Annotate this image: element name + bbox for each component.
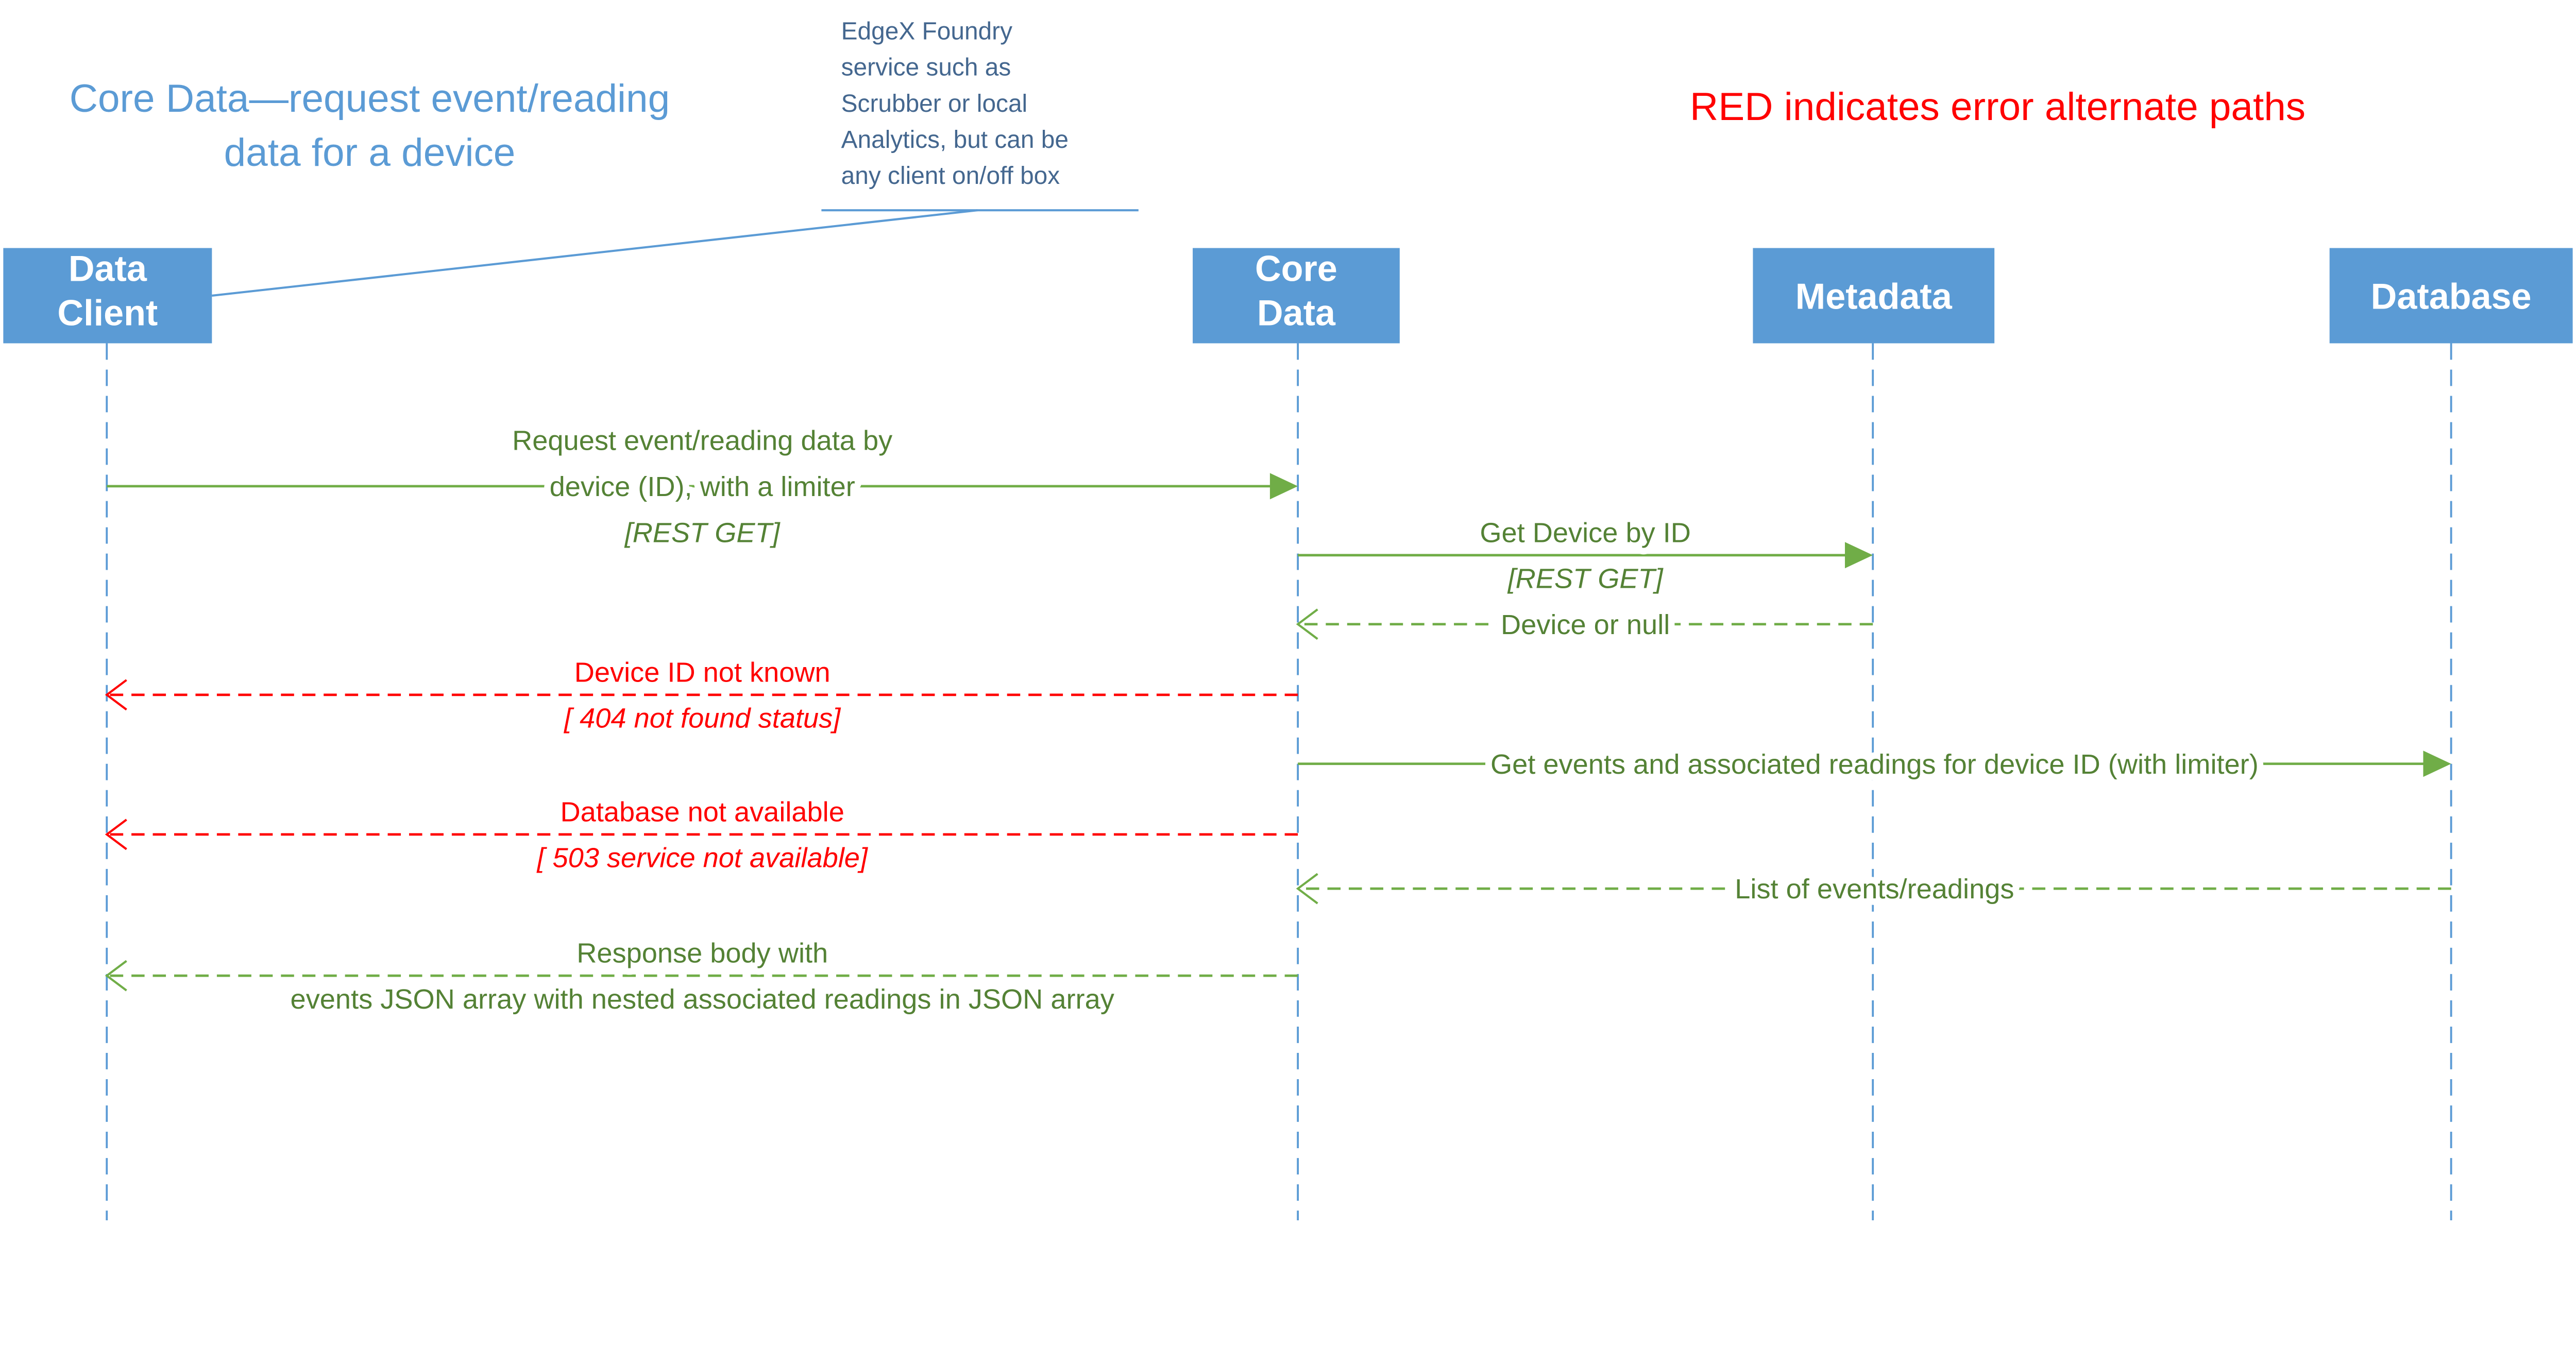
- actor-box: [3, 248, 212, 344]
- actor-label: Data: [69, 248, 147, 288]
- diagram-title-line-2: data for a device: [224, 131, 516, 175]
- actor-label: Client: [57, 292, 158, 333]
- actor-label: Data: [1257, 292, 1336, 333]
- actor-database[interactable]: Database: [2329, 248, 2573, 344]
- message-label: Device or null: [1501, 609, 1670, 640]
- message-5: Get events and associated readings for d…: [1298, 742, 2451, 787]
- open-arrowhead-icon: [105, 679, 127, 711]
- filled-arrowhead-icon: [1844, 542, 1873, 569]
- actor-box: [2329, 248, 2573, 344]
- message-label: List of events/readings: [1735, 874, 2014, 905]
- actor-box: [1753, 248, 1995, 344]
- message-label: Response body with: [577, 938, 828, 969]
- message-4: Device ID not known [ 404 not found statu…: [105, 651, 1298, 740]
- message-label: device (ID), with a limiter: [550, 471, 855, 502]
- message-7: List of events/readings: [1296, 867, 2451, 911]
- message-protocol-label: [ 404 not found status]: [563, 703, 841, 734]
- message-8: Response body with events JSON array with…: [105, 931, 1298, 1021]
- message-label: Get events and associated readings for d…: [1490, 749, 2259, 780]
- open-arrowhead-icon: [105, 960, 127, 992]
- message-2: Get Device by ID [REST GET]: [1298, 511, 1873, 601]
- open-arrowhead-icon: [1296, 608, 1318, 640]
- note-text-line: any client on/off box: [841, 162, 1060, 190]
- open-arrowhead-icon: [105, 819, 127, 850]
- actor-label: Database: [2371, 276, 2532, 316]
- message-protocol-label: [ 503 service not available]: [536, 843, 869, 874]
- message-label: Get Device by ID: [1480, 517, 1691, 548]
- sequence-diagram: Core Data—request event/reading data for…: [3, 18, 2573, 1221]
- client-note: EdgeX Foundry service such as Scrubber or …: [212, 18, 1139, 297]
- filled-arrowhead-icon: [1269, 473, 1298, 500]
- open-arrowhead-icon: [1296, 873, 1318, 905]
- note-text-line: EdgeX Foundry: [841, 18, 1012, 45]
- legend-text: RED indicates error alternate paths: [1690, 85, 2306, 129]
- message-label: Database not available: [561, 796, 844, 827]
- diagram-title-line-1: Core Data—request event/reading: [70, 77, 670, 121]
- note-text-line: Analytics, but can be: [841, 126, 1069, 154]
- message-protocol-label: [REST GET]: [624, 517, 781, 548]
- note-connector: [212, 209, 978, 297]
- actor-label: Metadata: [1795, 276, 1953, 316]
- message-protocol-label: [REST GET]: [1507, 564, 1664, 594]
- message-label: Request event/reading data by: [512, 425, 892, 456]
- actor-label: Core: [1255, 248, 1337, 288]
- message-label: events JSON array with nested associated…: [291, 984, 1114, 1015]
- message-1: Request event/reading data by device (ID)…: [107, 419, 1298, 555]
- filled-arrowhead-icon: [2423, 751, 2451, 777]
- message-label: Device ID not known: [574, 657, 831, 688]
- message-6: Database not available [ 503 service not …: [105, 790, 1298, 880]
- message-3: Device or null: [1296, 603, 1873, 647]
- note-text-line: Scrubber or local: [841, 90, 1028, 117]
- actor-metadata[interactable]: Metadata: [1753, 248, 1995, 344]
- note-text-line: service such as: [841, 54, 1011, 81]
- actor-box: [1193, 248, 1400, 344]
